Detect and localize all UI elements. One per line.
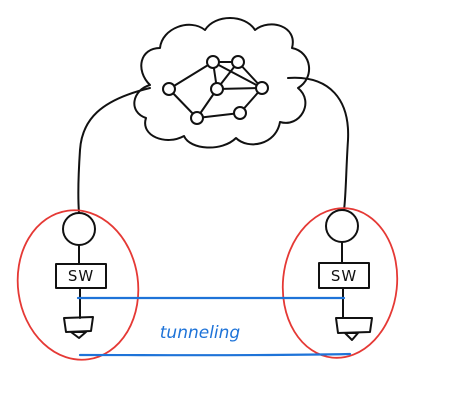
left-site-outline [16, 209, 140, 361]
mesh-node [233, 106, 247, 120]
router-circle-icon [62, 212, 96, 246]
mesh-node [206, 55, 220, 69]
right-site-outline [281, 207, 399, 359]
mesh-node [190, 111, 204, 125]
computer-monitor-icon [63, 316, 94, 339]
computer-monitor-icon [335, 317, 373, 341]
mesh-node [231, 55, 245, 69]
mesh-node [162, 82, 176, 96]
router-circle-icon [325, 209, 359, 243]
right-uplink [287, 76, 350, 211]
mesh-node [255, 81, 269, 95]
tunnel-line-bottom [78, 352, 352, 357]
right-site: SW [281, 207, 399, 359]
left-switch-label: SW [68, 267, 94, 285]
mesh-node [210, 82, 224, 96]
left-uplink [77, 87, 151, 214]
cloud-icon [133, 17, 311, 149]
tunnel-label: tunneling [160, 323, 241, 343]
mesh-network [162, 55, 269, 125]
left-site: SW [16, 209, 140, 361]
right-switch-label: SW [331, 267, 357, 285]
